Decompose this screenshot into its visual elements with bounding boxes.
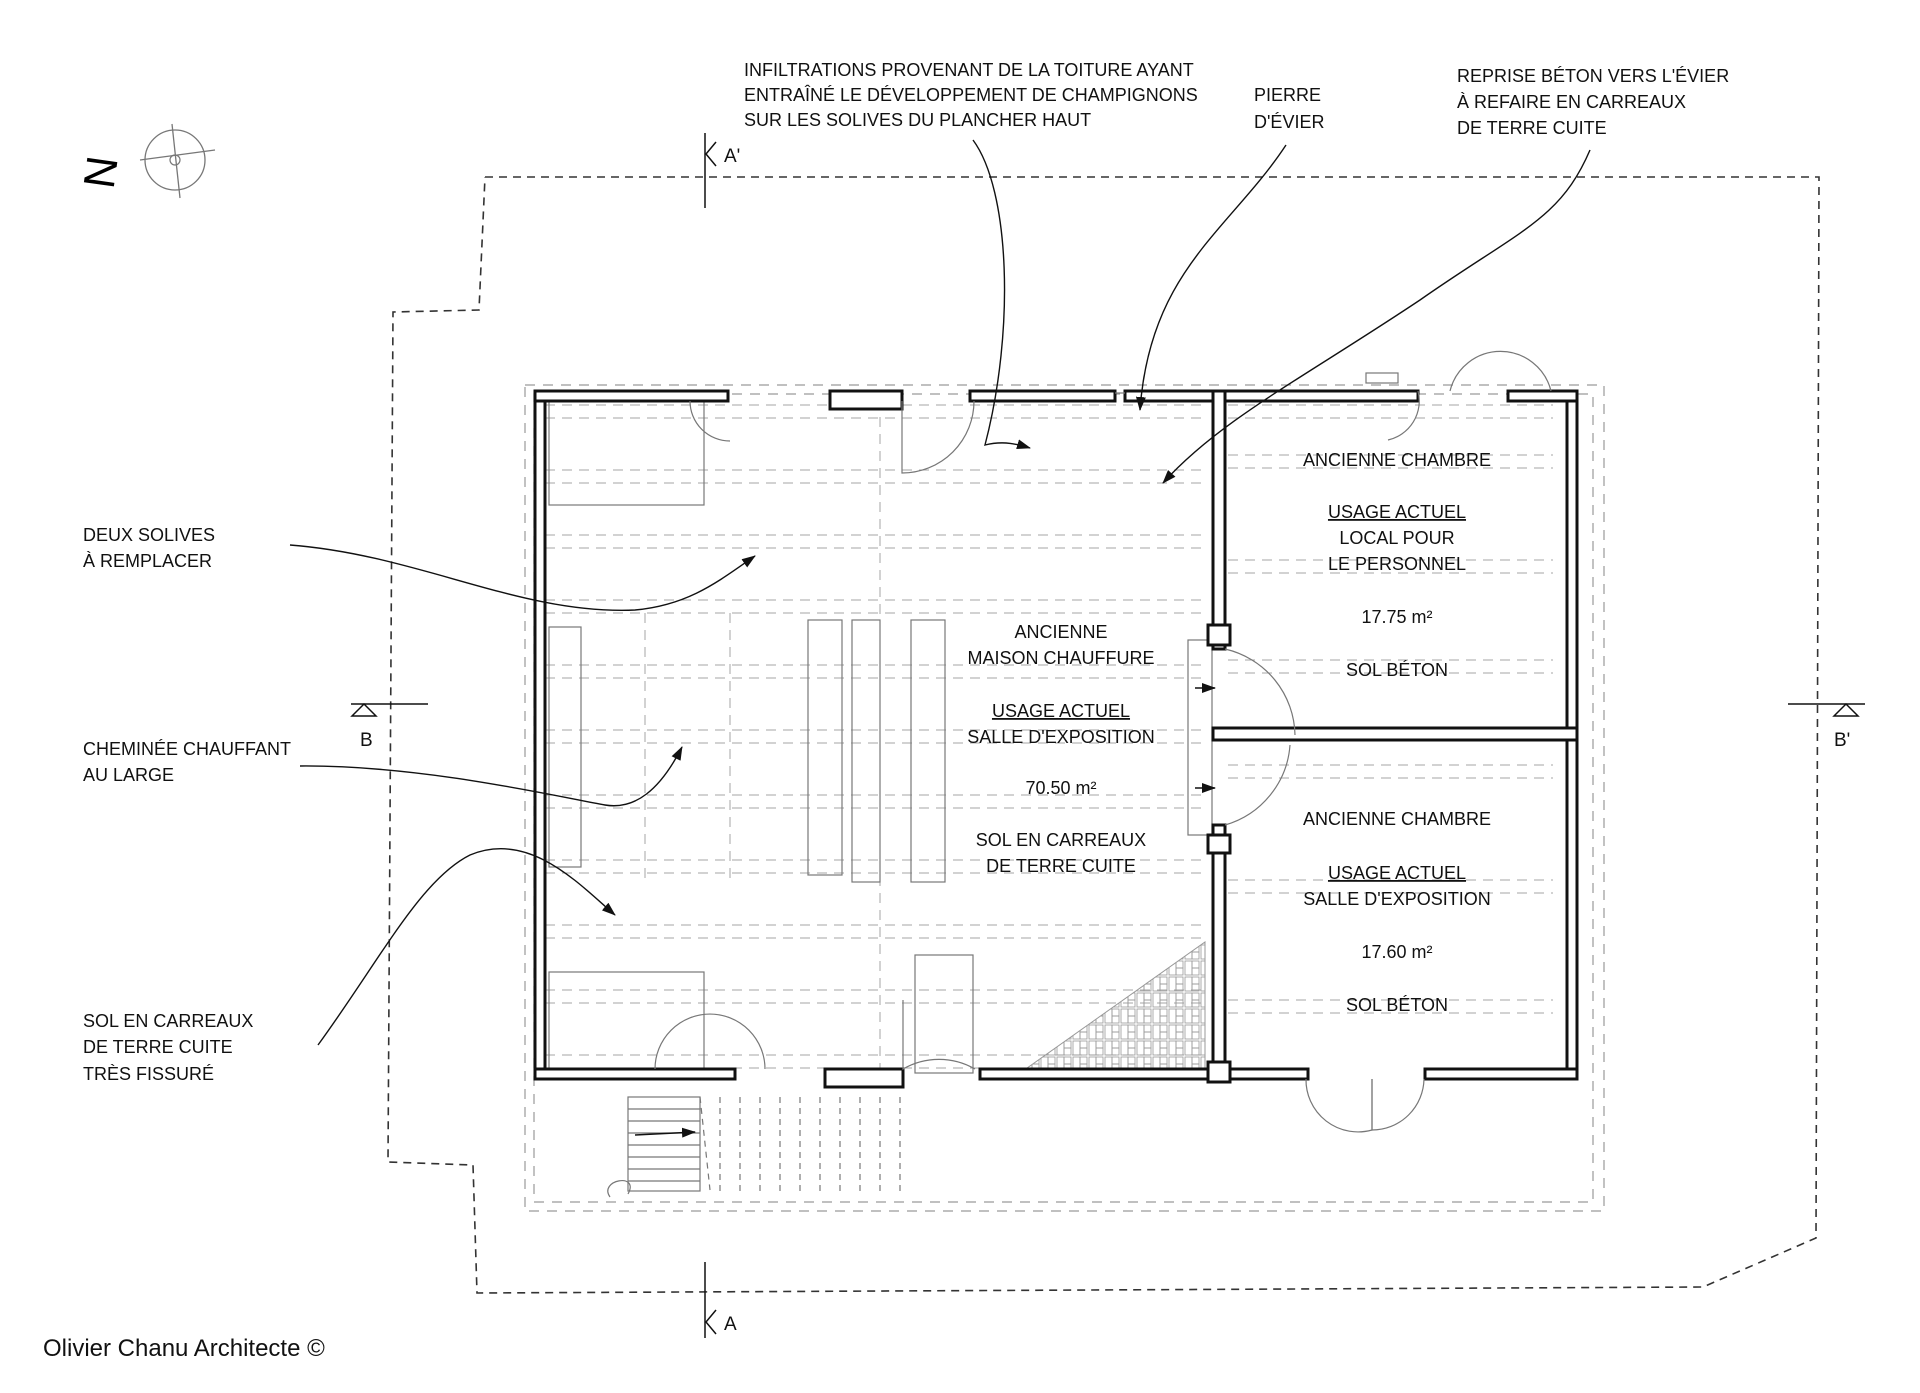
room-main-floor-line2: DE TERRE CUITE	[986, 856, 1136, 876]
annotation-reprise-line2: À REFAIRE EN CARREAUX	[1457, 92, 1686, 112]
room-top-usage-line1: LOCAL POUR	[1339, 528, 1454, 548]
annotation-cheminee-line1: CHEMINÉE CHAUFFANT	[83, 739, 291, 759]
annotation-infiltrations-line3: SUR LES SOLIVES DU PLANCHER HAUT	[744, 110, 1091, 130]
door-swings	[654, 350, 1552, 1133]
annotation-reprise: REPRISE BÉTON VERS L'ÉVIER À REFAIRE EN …	[1457, 66, 1729, 138]
annotation-sol-line1: SOL EN CARREAUX	[83, 1011, 253, 1031]
room-bottom-usage-title: USAGE ACTUEL	[1328, 863, 1466, 883]
section-b-right-label: B'	[1834, 730, 1850, 751]
annotation-pierre: PIERRE D'ÉVIER	[1254, 85, 1324, 132]
room-bottom-former: ANCIENNE CHAMBRE	[1303, 809, 1491, 829]
annotation-pierre-line2: D'ÉVIER	[1254, 112, 1324, 132]
room-top-usage-title: USAGE ACTUEL	[1328, 502, 1466, 522]
section-marker-b-right: B'	[1788, 702, 1865, 751]
room-bottom-area: 17.60 m²	[1361, 942, 1432, 962]
annotation-reprise-line3: DE TERRE CUITE	[1457, 118, 1607, 138]
annotation-solives-line2: À REMPLACER	[83, 551, 212, 571]
room-main-labels: ANCIENNE MAISON CHAUFFURE USAGE ACTUEL S…	[967, 622, 1155, 876]
annotation-solives-line1: DEUX SOLIVES	[83, 525, 215, 545]
exterior-stair	[607, 1096, 901, 1198]
building-walls	[533, 389, 1579, 1089]
room-top-labels: ANCIENNE CHAMBRE USAGE ACTUEL LOCAL POUR…	[1303, 450, 1491, 680]
annotation-infiltrations-line1: INFILTRATIONS PROVENANT DE LA TOITURE AY…	[744, 60, 1194, 80]
room-main-usage: SALLE D'EXPOSITION	[967, 727, 1155, 747]
room-bottom-labels: ANCIENNE CHAMBRE USAGE ACTUEL SALLE D'EX…	[1303, 809, 1491, 1015]
room-main-former-line1: ANCIENNE	[1014, 622, 1107, 642]
annotation-pierre-line1: PIERRE	[1254, 85, 1321, 105]
room-main-former-line2: MAISON CHAUFFURE	[967, 648, 1154, 668]
site-boundary	[387, 176, 1820, 1294]
annotation-sol-line2: DE TERRE CUITE	[83, 1037, 233, 1057]
annotation-sol-line3: TRÈS FISSURÉ	[83, 1064, 214, 1084]
annotation-leaders	[289, 139, 1591, 1138]
annotation-cheminee-line2: AU LARGE	[83, 765, 174, 785]
annotation-infiltrations: INFILTRATIONS PROVENANT DE LA TOITURE AY…	[744, 60, 1198, 130]
annotation-cheminee: CHEMINÉE CHAUFFANT AU LARGE	[83, 739, 291, 785]
fireplace-outlines	[548, 399, 1213, 1076]
room-top-usage-line2: LE PERSONNEL	[1328, 554, 1466, 574]
section-marker-a-top: A'	[704, 133, 740, 208]
annotation-reprise-line1: REPRISE BÉTON VERS L'ÉVIER	[1457, 66, 1729, 86]
annotation-infiltrations-line2: ENTRAÎNÉ LE DÉVELOPPEMENT DE CHAMPIGNONS	[744, 85, 1198, 105]
room-main-usage-title: USAGE ACTUEL	[992, 701, 1130, 721]
section-marker-a-bottom: A	[704, 1262, 737, 1338]
north-arrow	[139, 123, 216, 199]
tiled-floor-area	[1011, 941, 1206, 1079]
section-a-top-label: A'	[724, 146, 740, 167]
architect-credit: Olivier Chanu Architecte ©	[43, 1335, 325, 1362]
room-top-former: ANCIENNE CHAMBRE	[1303, 450, 1491, 470]
annotation-sol: SOL EN CARREAUX DE TERRE CUITE TRÈS FISS…	[83, 1011, 253, 1084]
room-main-area: 70.50 m²	[1025, 778, 1096, 798]
north-label: N	[75, 153, 128, 191]
section-marker-b-left: B	[350, 702, 428, 751]
joist-lines	[545, 400, 1553, 1070]
section-a-bottom-label: A	[724, 1314, 737, 1335]
room-main-floor-line1: SOL EN CARREAUX	[976, 830, 1146, 850]
annotation-solives: DEUX SOLIVES À REMPLACER	[83, 525, 215, 571]
section-b-left-label: B	[360, 730, 373, 751]
room-top-floor: SOL BÉTON	[1346, 660, 1448, 680]
room-bottom-usage: SALLE D'EXPOSITION	[1303, 889, 1491, 909]
room-bottom-floor: SOL BÉTON	[1346, 995, 1448, 1015]
room-top-area: 17.75 m²	[1361, 607, 1432, 627]
